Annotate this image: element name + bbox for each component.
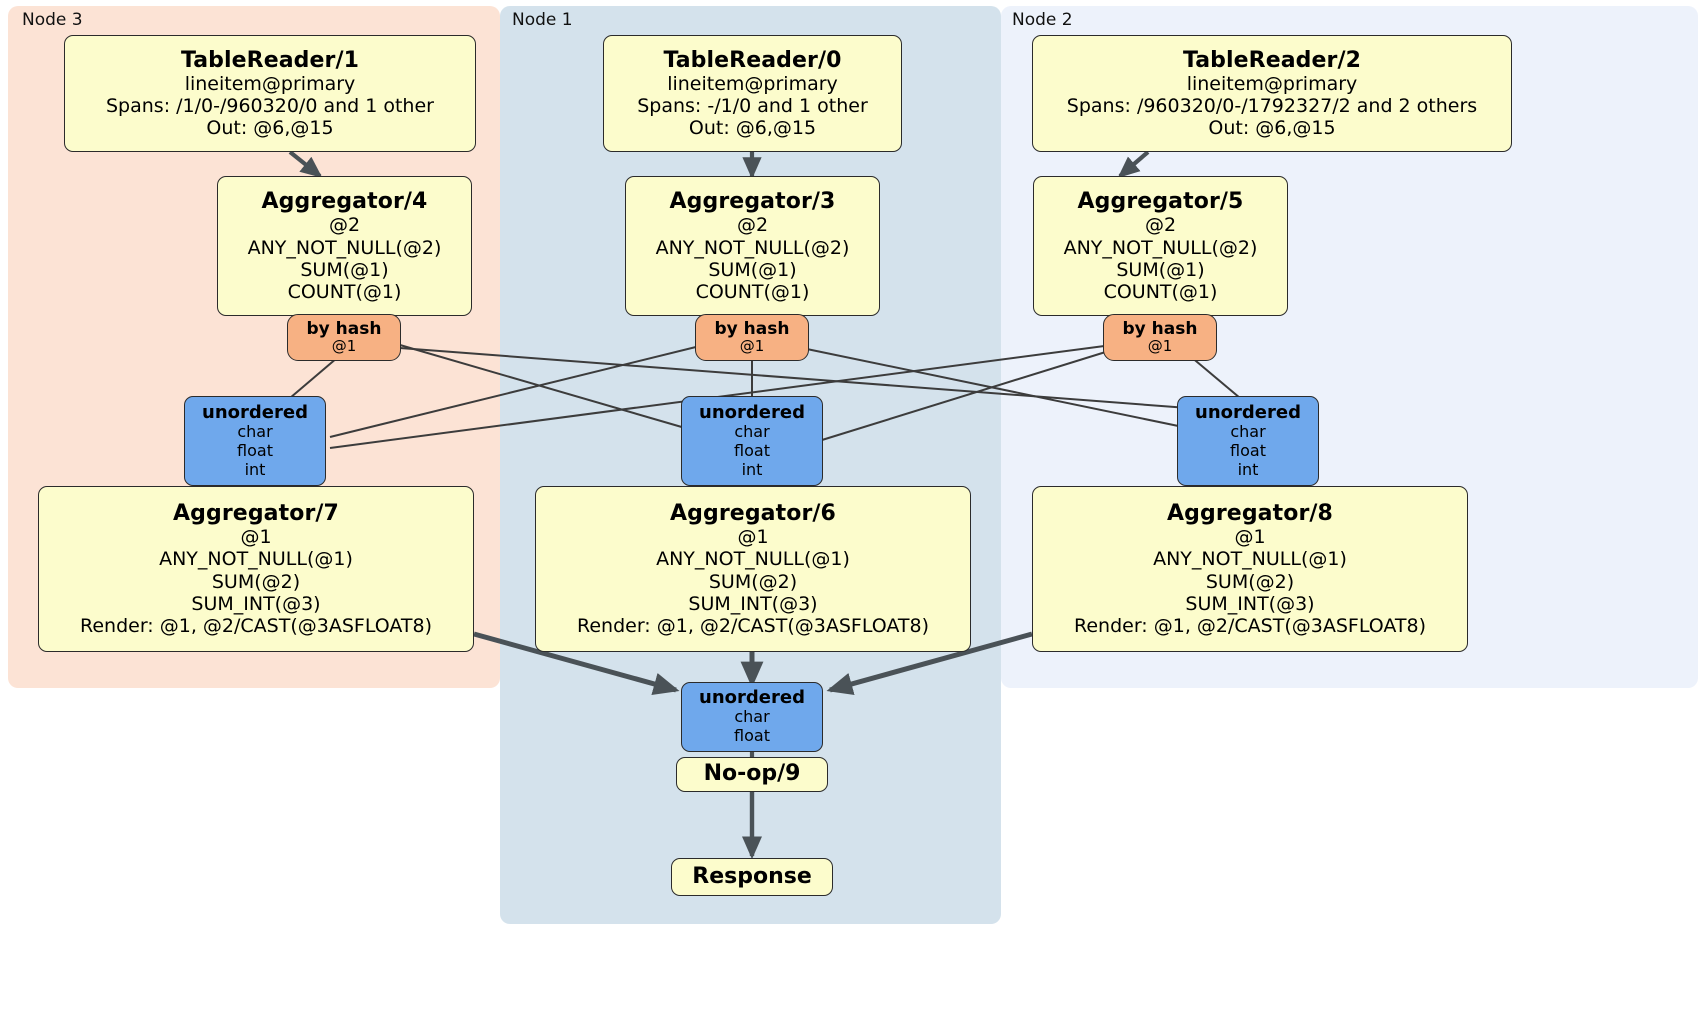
node-title: Aggregator/3 — [669, 189, 836, 215]
router-detail-line: @1 — [739, 337, 765, 356]
sync-type-line: float — [734, 726, 770, 746]
sync-type-line: char — [734, 707, 770, 727]
node-title: Aggregator/6 — [670, 501, 836, 527]
processor-aggregator-6[interactable]: Aggregator/6 @1 ANY_NOT_NULL(@1) SUM(@2)… — [535, 486, 971, 652]
sync-type-line: char — [1230, 421, 1266, 441]
node-detail-line: ANY_NOT_NULL(@1) — [1153, 548, 1347, 571]
router-by-hash-right[interactable]: by hash @1 — [1103, 314, 1217, 361]
node-detail-line: @1 — [1234, 526, 1266, 549]
node-detail-line: SUM(@1) — [1116, 258, 1205, 281]
node-detail-line: SUM(@2) — [211, 570, 301, 593]
sync-type-line: char — [237, 421, 273, 441]
node-title: Aggregator/4 — [261, 189, 428, 215]
node-detail-line: Render: @1, @2/CAST(@3ASFLOAT8) — [577, 614, 929, 637]
node-title: TableReader/0 — [663, 47, 842, 73]
node-detail-line: SUM(@2) — [1205, 570, 1295, 593]
processor-aggregator-5[interactable]: Aggregator/5 @2 ANY_NOT_NULL(@2) SUM(@1)… — [1033, 176, 1288, 316]
node-detail-line: ANY_NOT_NULL(@2) — [1063, 236, 1258, 259]
node-detail-line: SUM_INT(@3) — [191, 592, 321, 615]
node-detail-line: Render: @1, @2/CAST(@3ASFLOAT8) — [1074, 614, 1426, 637]
node-title: Response — [692, 863, 812, 889]
node-detail-line: lineitem@primary — [1186, 72, 1358, 95]
router-by-hash-center[interactable]: by hash @1 — [695, 314, 809, 361]
node-detail-line: SUM_INT(@3) — [1185, 592, 1315, 615]
router-title: by hash — [306, 318, 382, 339]
node-detail-line: @1 — [240, 526, 272, 549]
node-detail-line: ANY_NOT_NULL(@2) — [247, 236, 442, 259]
node-detail-line: Out: @6,@15 — [688, 117, 817, 140]
processor-no-op-9[interactable]: No-op/9 — [676, 757, 828, 792]
node-detail-line: Spans: /960320/0-/1792327/2 and 2 others — [1066, 95, 1478, 118]
node-title: Aggregator/8 — [1167, 501, 1333, 527]
sync-title: unordered — [202, 401, 308, 423]
sync-type-line: float — [734, 440, 770, 460]
node-detail-line: COUNT(@1) — [287, 280, 402, 303]
processor-aggregator-3[interactable]: Aggregator/3 @2 ANY_NOT_NULL(@2) SUM(@1)… — [625, 176, 880, 316]
processor-aggregator-4[interactable]: Aggregator/4 @2 ANY_NOT_NULL(@2) SUM(@1)… — [217, 176, 472, 316]
node-detail-line: ANY_NOT_NULL(@2) — [655, 236, 850, 259]
node-title: TableReader/2 — [1182, 47, 1362, 73]
router-title: by hash — [714, 318, 790, 339]
synchronizer-unordered-center[interactable]: unordered char float int — [681, 396, 823, 486]
panel-node-1-label: Node 1 — [512, 10, 573, 30]
processor-aggregator-8[interactable]: Aggregator/8 @1 ANY_NOT_NULL(@1) SUM(@2)… — [1032, 486, 1468, 652]
router-detail-line: @1 — [1147, 337, 1173, 356]
sync-type-line: char — [734, 421, 770, 441]
node-detail-line: Out: @6,@15 — [206, 117, 334, 140]
node-detail-line: SUM(@1) — [300, 258, 389, 281]
synchronizer-unordered-right[interactable]: unordered char float int — [1177, 396, 1319, 486]
sync-type-line: int — [244, 459, 266, 479]
sync-type-line: float — [237, 440, 273, 460]
synchronizer-unordered-left[interactable]: unordered char float int — [184, 396, 326, 486]
sync-title: unordered — [1195, 401, 1301, 423]
sync-type-line: int — [1237, 459, 1259, 479]
node-detail-line: SUM(@2) — [708, 570, 798, 593]
node-title: No-op/9 — [703, 761, 801, 787]
sync-title: unordered — [699, 687, 805, 709]
router-by-hash-left[interactable]: by hash @1 — [287, 314, 401, 361]
processor-aggregator-7[interactable]: Aggregator/7 @1 ANY_NOT_NULL(@1) SUM(@2)… — [38, 486, 474, 652]
node-detail-line: lineitem@primary — [667, 72, 838, 95]
node-detail-line: @2 — [736, 214, 769, 237]
processor-tablereader-1[interactable]: TableReader/1 lineitem@primary Spans: /1… — [64, 35, 476, 152]
sync-title: unordered — [699, 401, 805, 423]
node-detail-line: @2 — [1144, 214, 1177, 237]
node-title: TableReader/1 — [180, 47, 360, 73]
node-detail-line: Render: @1, @2/CAST(@3ASFLOAT8) — [80, 614, 432, 637]
node-detail-line: Out: @6,@15 — [1208, 117, 1336, 140]
node-detail-line: @2 — [328, 214, 361, 237]
node-detail-line: ANY_NOT_NULL(@1) — [656, 548, 850, 571]
processor-tablereader-0[interactable]: TableReader/0 lineitem@primary Spans: -/… — [603, 35, 902, 152]
node-detail-line: Spans: /1/0-/960320/0 and 1 other — [106, 95, 434, 118]
processor-tablereader-2[interactable]: TableReader/2 lineitem@primary Spans: /9… — [1032, 35, 1512, 152]
panel-node-3-label: Node 3 — [22, 10, 83, 30]
node-detail-line: COUNT(@1) — [695, 280, 810, 303]
router-title: by hash — [1122, 318, 1198, 339]
synchronizer-unordered-final[interactable]: unordered char float — [681, 682, 823, 752]
node-detail-line: COUNT(@1) — [1103, 280, 1218, 303]
node-detail-line: SUM_INT(@3) — [688, 592, 818, 615]
node-detail-line: ANY_NOT_NULL(@1) — [159, 548, 353, 571]
node-title: Aggregator/5 — [1077, 189, 1244, 215]
node-title: Aggregator/7 — [173, 501, 339, 527]
node-detail-line: SUM(@1) — [708, 258, 797, 281]
sync-type-line: float — [1230, 440, 1266, 460]
router-detail-line: @1 — [331, 337, 357, 356]
node-detail-line: @1 — [737, 526, 769, 549]
node-detail-line: lineitem@primary — [184, 72, 356, 95]
sync-type-line: int — [741, 459, 763, 479]
output-response[interactable]: Response — [671, 858, 833, 896]
panel-node-2-label: Node 2 — [1012, 10, 1073, 30]
node-detail-line: Spans: -/1/0 and 1 other — [637, 95, 868, 118]
